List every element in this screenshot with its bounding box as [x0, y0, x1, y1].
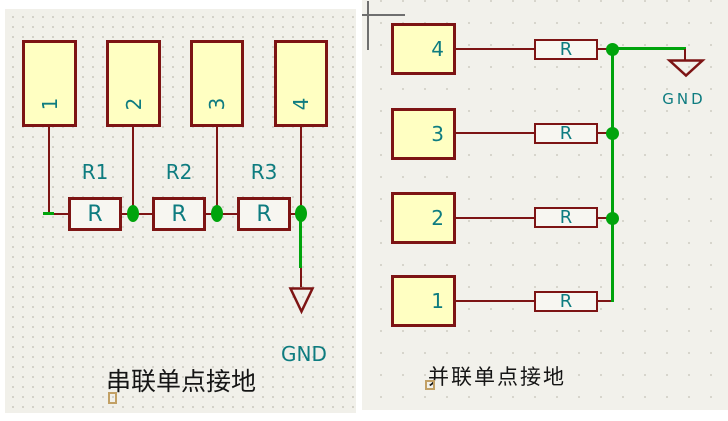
module-box-label: 1	[37, 97, 62, 111]
resistor-top[interactable]: R	[534, 39, 598, 60]
module-box-label: 2	[431, 206, 444, 230]
resistor[interactable]: R	[534, 123, 598, 144]
module-box-label: 3	[205, 97, 229, 111]
wire	[598, 48, 613, 50]
module-box-3[interactable]: 3	[391, 108, 456, 160]
wire	[684, 49, 686, 61]
gnd-symbol-icon[interactable]	[288, 287, 315, 315]
module-box-3[interactable]: 3	[190, 40, 244, 127]
module-box-label: 4	[431, 37, 444, 61]
resistor-ref: R1	[81, 160, 109, 184]
junction-dot	[127, 205, 139, 222]
junction-dot	[606, 127, 619, 140]
wire	[598, 217, 613, 219]
wire	[455, 300, 534, 302]
wire	[598, 132, 613, 134]
junction-dot	[295, 205, 307, 222]
module-box-2[interactable]: 2	[106, 40, 161, 127]
caption-parallel-ground: 并联单点接地	[428, 365, 566, 389]
module-box-1[interactable]: 1	[22, 40, 77, 127]
module-box-2[interactable]: 2	[391, 192, 456, 244]
wire	[598, 300, 613, 302]
junction-dot	[606, 43, 619, 56]
resistor-ref: R2	[165, 160, 193, 184]
module-box-4[interactable]: 4	[391, 23, 456, 75]
module-box-4[interactable]: 4	[274, 40, 328, 127]
placeholder-square-icon	[108, 392, 117, 404]
wire-green	[299, 215, 302, 268]
resistor-value: R	[559, 123, 573, 144]
resistor-bottom[interactable]: R	[534, 291, 598, 312]
gnd-label: GND	[281, 342, 327, 366]
junction-dot	[211, 205, 223, 222]
wire	[216, 127, 218, 215]
junction-dot	[606, 212, 619, 225]
resistor-value: R	[256, 201, 272, 227]
module-box-label: 2	[121, 97, 146, 111]
resistor-R3[interactable]: R	[237, 197, 291, 231]
wire	[132, 127, 134, 215]
module-box-label: 4	[289, 97, 313, 111]
resistor-value: R	[171, 201, 187, 227]
module-box-label: 1	[431, 289, 444, 313]
wire-green-stub	[43, 212, 54, 215]
resistor-value: R	[559, 291, 573, 312]
wire	[455, 217, 534, 219]
resistor-value: R	[559, 207, 573, 228]
gnd-symbol-icon[interactable]	[666, 59, 706, 78]
gnd-label: GND	[662, 90, 706, 108]
resistor-value: R	[87, 201, 103, 227]
wire-green	[613, 47, 686, 50]
resistor-R2[interactable]: R	[152, 197, 206, 231]
schematic-canvas-series: 1 2 3 4 R1 R2 R3 R R R GND 串联单点接地	[5, 9, 356, 413]
wire	[300, 268, 302, 287]
resistor-R1[interactable]: R	[68, 197, 122, 231]
module-box-label: 3	[431, 122, 444, 146]
wire	[48, 127, 50, 215]
caption-series-ground: 串联单点接地	[106, 367, 257, 396]
placeholder-square-icon	[425, 380, 435, 390]
schematic-canvas-parallel: 4 3 2 1 R R R R GND 并联单点接地	[362, 0, 728, 410]
resistor[interactable]: R	[534, 207, 598, 228]
wire	[455, 132, 534, 134]
resistor-value: R	[559, 39, 573, 60]
wire-green-bus	[611, 48, 614, 302]
sheet-origin-crosshair-icon	[362, 14, 405, 16]
sheet-origin-crosshair-icon	[367, 1, 369, 50]
wire	[300, 127, 302, 215]
wire	[455, 48, 534, 50]
module-box-1[interactable]: 1	[391, 275, 456, 327]
resistor-ref: R3	[250, 160, 278, 184]
